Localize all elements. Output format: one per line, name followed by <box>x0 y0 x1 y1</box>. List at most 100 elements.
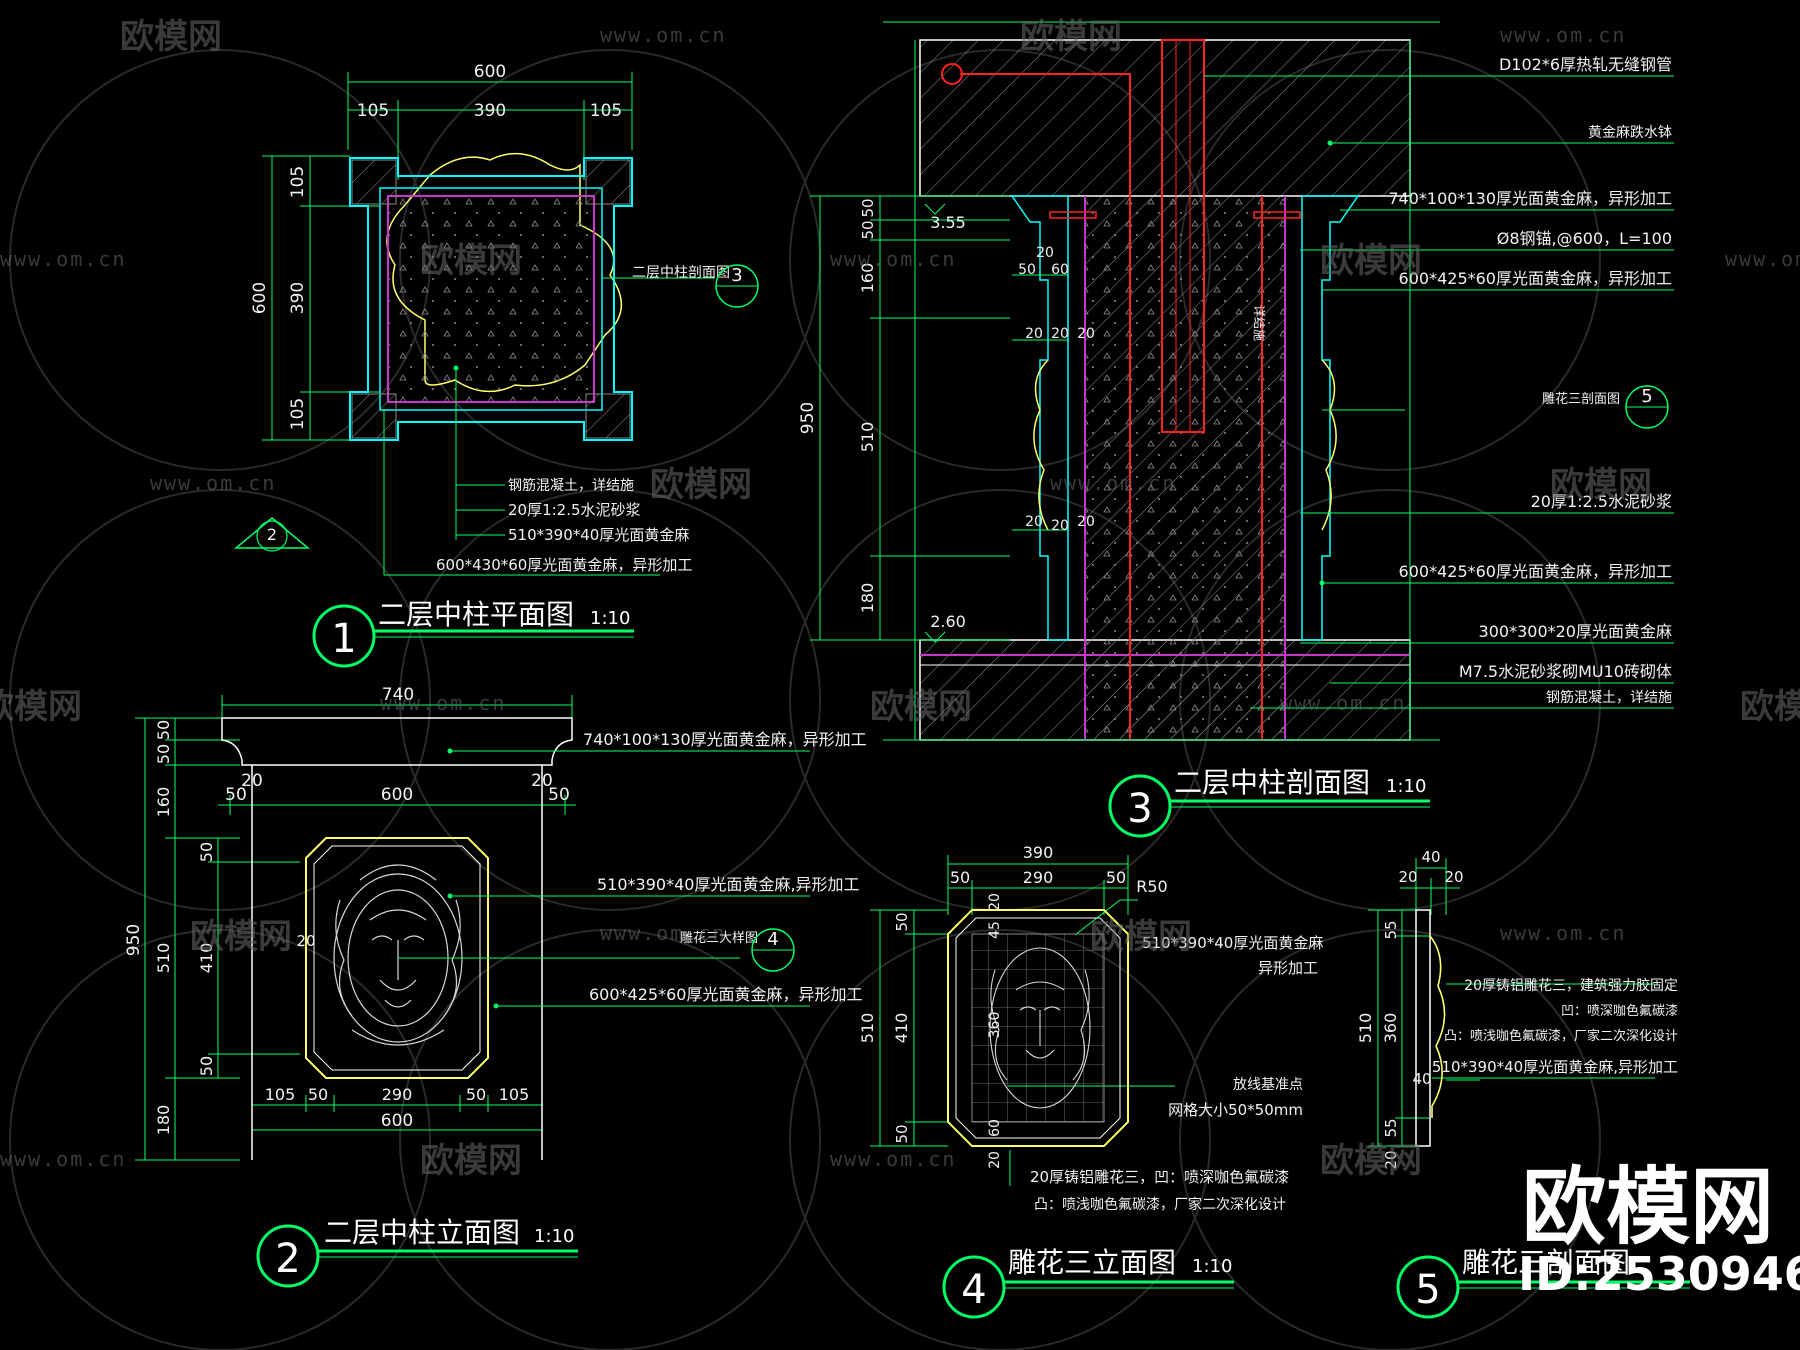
view4-dim-in-45: 45 <box>987 921 1003 939</box>
view2-dim-50-in2: 50 <box>197 1056 216 1076</box>
watermark-brand: 欧模网 <box>120 17 222 57</box>
view2-dim-50-in1: 50 <box>197 842 216 862</box>
watermark-url: www.om.cn <box>830 247 956 271</box>
view4-dim-290: 290 <box>1023 868 1054 887</box>
view3-dim-in-20e: 20 <box>1025 514 1043 530</box>
view5-number: 5 <box>1415 1267 1440 1313</box>
view1-dim-600: 600 <box>474 62 506 82</box>
view5-note-concave: 凹：喷深咖色氟碳漆 <box>1561 1003 1678 1019</box>
watermark-url: www.om.cn <box>600 23 726 47</box>
view1-title-block: 1 二层中柱平面图 1:10 <box>312 598 634 668</box>
view3-title-block: 3 二层中柱剖面图 1:10 <box>1108 766 1430 838</box>
view1-note-stone-600: 600*430*60厚光面黄金麻，异形加工 <box>436 556 692 574</box>
view2-dim-740: 740 <box>382 685 414 705</box>
view2-title: 二层中柱立面图 <box>324 1216 520 1249</box>
view3-basin <box>919 39 1411 197</box>
lion-head-icon <box>333 864 463 1046</box>
view2-dim-510: 510 <box>154 943 173 974</box>
view5-dims <box>1368 858 1655 1147</box>
view2-dim-bot-50a: 50 <box>308 1085 328 1104</box>
watermark-url: www.om.cn <box>150 471 276 495</box>
watermark-url: www.om.cn <box>380 691 506 715</box>
view5-note-stone: 510*390*40厚光面黄金麻,异形加工 <box>1432 1058 1678 1076</box>
view3-note-600b: 600*425*60厚光面黄金麻，异形加工 <box>1399 562 1672 581</box>
view1-dim-390: 390 <box>474 101 506 121</box>
view1-callout-label: 二层中柱剖面图 <box>632 265 730 281</box>
view3-dim-in-20d: 20 <box>1077 326 1095 342</box>
view5-title-block: 5 雕花三剖面图 <box>1396 1246 1690 1319</box>
view1-concrete-core <box>387 195 595 403</box>
view2-dim-950: 950 <box>124 924 144 956</box>
view2-capital <box>221 717 573 766</box>
view3-callout-5: 5 <box>1625 385 1669 429</box>
view4-note-grid: 网格大小50*50mm <box>1168 1101 1303 1119</box>
watermark-brand: 欧模网 <box>420 1141 522 1181</box>
view4-dim-510: 510 <box>858 1013 877 1044</box>
watermark-brand: 欧模网 <box>1020 17 1122 57</box>
svg-text:5: 5 <box>1641 386 1652 407</box>
view2-note-capital: 740*100*130厚光面黄金麻，异形加工 <box>583 730 867 749</box>
view1-dim-left-105b: 105 <box>288 398 308 430</box>
view2-note-600: 600*425*60厚光面黄金麻，异形加工 <box>589 985 862 1004</box>
view1-leaders <box>383 277 715 576</box>
view2-dim-bot-105b: 105 <box>499 1085 530 1104</box>
view4-title-block: 4 雕花三立面图 1:10 <box>942 1246 1234 1319</box>
watermark-url: www.om.cn <box>1725 247 1800 271</box>
view1-callout-3: 3 <box>715 264 759 308</box>
view1-dims-top <box>347 72 633 180</box>
view2-leaders <box>398 748 810 1009</box>
view1-dim-105b: 105 <box>590 101 622 121</box>
view2-dim-50a: 50 <box>225 785 247 805</box>
svg-text:4: 4 <box>767 929 778 950</box>
lion-head-icon <box>989 947 1091 1109</box>
view4-radius: R50 <box>1136 877 1167 896</box>
view3-note-600a: 600*425*60厚光面黄金麻，异形加工 <box>1399 269 1672 288</box>
view2-panel-inner <box>313 845 481 1071</box>
watermark-brand: 欧模网 <box>1740 687 1800 727</box>
view3-stone-left <box>1010 195 1069 641</box>
view2-dims <box>135 695 576 1161</box>
view3-dim-in-60: 60 <box>1051 262 1069 278</box>
view5-dim-360: 360 <box>1381 1013 1400 1044</box>
view2-scale: 1:10 <box>534 1226 574 1247</box>
watermark-url: www.om.cn <box>600 921 726 945</box>
watermark-url: www.om.cn <box>1280 691 1406 715</box>
view3-section: 950 50 50 160 510 180 20 50 60 20 20 20 … <box>798 21 1674 838</box>
view2-dim-180: 180 <box>154 1105 173 1136</box>
view4-carving-elevation: 390 50 290 50 R50 510 50 410 50 20 45 36… <box>858 843 1323 1319</box>
view2-note-510: 510*390*40厚光面黄金麻,异形加工 <box>597 875 860 894</box>
watermark-brand-large: 欧模网 <box>1522 1158 1774 1256</box>
brand-watermark-large: 欧模网 ID:2530946 <box>1518 1158 1800 1301</box>
svg-text:3.55: 3.55 <box>930 213 966 232</box>
watermark-brand: 欧模网 <box>650 465 752 505</box>
watermark-layer: 欧模网 www.om.cn 欧模网 www.om.cn www.om.cn 欧模… <box>0 17 1800 1181</box>
view3-dim-in-20b: 20 <box>1025 326 1043 342</box>
view4-title: 雕花三立面图 <box>1008 1246 1176 1279</box>
view3-dim-in-20c: 20 <box>1051 326 1069 342</box>
view4-note-stone: 510*390*40厚光面黄金麻 <box>1142 934 1323 952</box>
view5-dim-40-inner: 40 <box>1412 1070 1431 1088</box>
view4-dim-in-20a: 20 <box>987 893 1003 911</box>
view3-title: 二层中柱剖面图 <box>1174 766 1370 799</box>
watermark-url: www.om.cn <box>1050 471 1176 495</box>
watermark-brand: 欧模网 <box>1320 1141 1422 1181</box>
view5-note-carving: 20厚铸铝雕花三，建筑强力胶固定 <box>1464 977 1678 994</box>
view3-note-pipe: D102*6厚热轧无缝钢管 <box>1499 55 1672 74</box>
view3-scale: 1:10 <box>1386 776 1426 797</box>
view4-dim-50b: 50 <box>1106 868 1126 887</box>
view3-dim-in-50: 50 <box>1018 262 1036 278</box>
view3-dim-in-20g: 20 <box>1077 514 1095 530</box>
view3-dim-in-20a: 20 <box>1036 245 1054 261</box>
watermark-url: www.om.cn <box>1500 921 1626 945</box>
view1-plan: 600 105 390 105 600 105 390 105 <box>233 62 759 668</box>
view3-dim-180: 180 <box>858 583 877 614</box>
view5-carving-profile <box>1429 935 1446 1118</box>
view4-dim-410: 410 <box>892 1013 911 1044</box>
view3-steel-pipe <box>1161 39 1205 433</box>
view4-dim-390: 390 <box>1023 843 1054 862</box>
view3-note-anchor: Ø8钢锚,@600，L=100 <box>1497 229 1672 248</box>
view2-dim-50b: 50 <box>548 785 570 805</box>
view4-dim-50a: 50 <box>950 868 970 887</box>
view1-dim-left-390: 390 <box>288 282 308 314</box>
view4-note-carving1: 20厚铸铝雕花三，凹：喷深咖色氟碳漆 <box>1030 1168 1289 1186</box>
